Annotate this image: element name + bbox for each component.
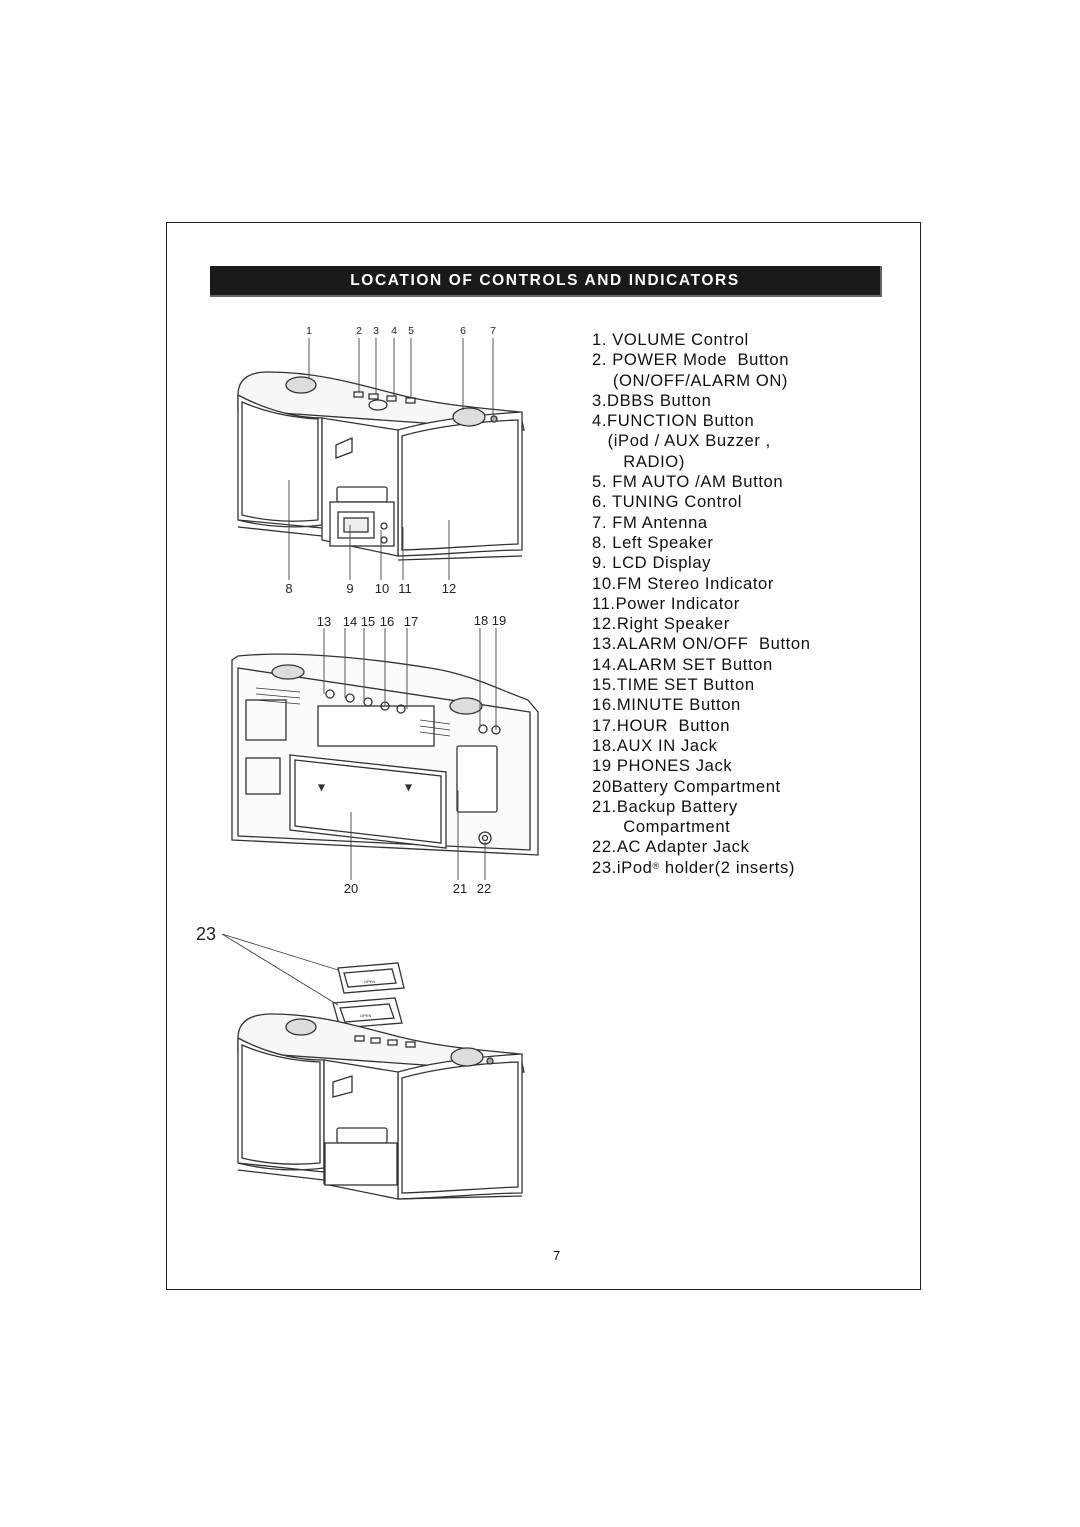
item-prefix: 23.iPod (592, 857, 653, 877)
list-item: 15.TIME SET Button (592, 675, 755, 695)
callout-14: 14 (343, 614, 357, 629)
list-item: 4.FUNCTION Button (592, 411, 755, 431)
list-item: 1. VOLUME Control (592, 330, 749, 349)
list-item: 13.ALARM ON/OFF Button (592, 634, 811, 654)
list-item: 21.Backup Battery (592, 796, 738, 816)
list-item: 8. Left Speaker (592, 532, 714, 552)
list-item: 17.HOUR Button (592, 715, 731, 735)
callout-15: 15 (361, 614, 375, 629)
list-item: (iPod / AUX Buzzer , (592, 431, 771, 451)
insert-label-bottom: OPEN (360, 1013, 371, 1018)
list-item: 14.ALARM SET Button (592, 654, 773, 674)
list-item: RADIO) (592, 451, 685, 471)
list-item: 12.Right Speaker (592, 614, 730, 634)
page-frame (166, 222, 921, 1290)
item-suffix: holder(2 inserts) (659, 857, 796, 877)
callout-5: 5 (408, 325, 414, 337)
callout-16: 16 (380, 614, 394, 629)
list-item: 3.DBBS Button (592, 390, 712, 410)
callout-21: 21 (453, 881, 467, 896)
list-item: Compartment (592, 817, 731, 837)
callout-1: 1 (306, 325, 312, 337)
callout-13: 13 (317, 614, 331, 629)
callout-23: 23 (196, 924, 216, 944)
callout-22: 22 (477, 881, 491, 896)
insert-callout-leaders (221, 933, 339, 1006)
list-item: (ON/OFF/ALARM ON) (592, 370, 789, 390)
callout-20: 20 (344, 881, 358, 896)
callout-6: 6 (460, 325, 466, 337)
rear-view-illustration (231, 653, 539, 856)
callout-17: 17 (404, 614, 418, 629)
page-number: 7 (553, 1248, 561, 1263)
list-item: 7. FM Antenna (592, 512, 708, 532)
callout-10: 10 (375, 581, 389, 596)
callout-11: 11 (398, 581, 412, 596)
callout-7: 7 (490, 325, 496, 337)
registered-mark: ® (652, 860, 660, 871)
callout-8: 8 (285, 581, 292, 596)
list-item: 16.MINUTE Button (592, 695, 741, 715)
callout-9: 9 (346, 581, 353, 596)
list-item: 9. LCD Display (592, 553, 712, 573)
callout-19: 19 (492, 613, 506, 628)
list-item: 5. FM AUTO /AM Button (592, 472, 784, 492)
front-view-with-insert-illustration (237, 1013, 525, 1200)
callout-2: 2 (356, 325, 362, 337)
section-title: LOCATION OF CONTROLS AND INDICATORS (210, 266, 882, 297)
front-view-illustration (237, 371, 525, 561)
callout-12: 12 (442, 581, 456, 596)
list-item: 20Battery Compartment (592, 776, 781, 796)
list-item: 18.AUX IN Jack (592, 735, 718, 755)
controls-list: 1. VOLUME Control 2. POWER Mode Button (… (592, 330, 811, 878)
list-item: 22.AC Adapter Jack (592, 837, 750, 857)
list-item: 2. POWER Mode Button (592, 350, 790, 370)
list-item: 10.FM Stereo Indicator (592, 573, 774, 593)
list-item-ipod-holder: 23.iPod® holder(2 inserts) (592, 858, 811, 878)
rear-callout-leaders (323, 628, 497, 880)
list-item: 19 PHONES Jack (592, 756, 733, 776)
list-item: 11.Power Indicator (592, 593, 740, 613)
list-item: 6. TUNING Control (592, 492, 743, 512)
insert-label-top: OPEN (364, 979, 375, 984)
callout-3: 3 (373, 325, 379, 337)
callout-4: 4 (391, 325, 397, 337)
front-callout-leaders (288, 338, 494, 580)
ipod-holder-inserts (332, 962, 405, 1029)
callout-18: 18 (474, 613, 488, 628)
